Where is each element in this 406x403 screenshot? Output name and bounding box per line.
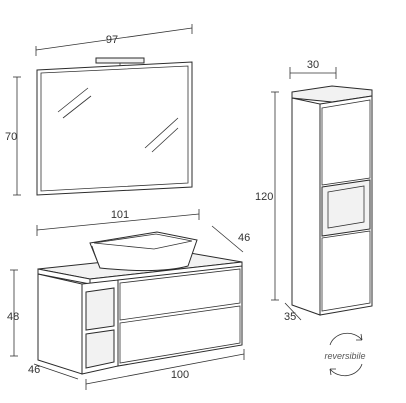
- mirror-frame: [36, 61, 193, 196]
- vanity-top-width-dimension: 101: [36, 209, 200, 236]
- vanity-height-dimension: 48: [7, 269, 19, 357]
- cabinet-depth-dimension: 35: [284, 302, 302, 323]
- mirror-glass: [40, 65, 189, 192]
- cabinet-depth-label: 35: [284, 311, 296, 323]
- cabinet-side: [291, 97, 321, 316]
- mirror-lamp: [95, 57, 145, 64]
- cabinet-width-dimension: 30: [289, 59, 337, 79]
- vanity-width-dimension: 100: [85, 349, 245, 390]
- vanity-top-width-label: 101: [111, 209, 129, 221]
- vanity-lower-drawer: [119, 305, 241, 364]
- cabinet-upper-door: [321, 99, 371, 186]
- cabinet-width-label: 30: [307, 59, 319, 71]
- mirror-width-dimension: 97: [35, 24, 193, 56]
- vanity-drawers: [117, 265, 243, 367]
- cabinet-open-niche: [321, 179, 371, 237]
- vanity-unit: 101 46 48: [7, 209, 250, 390]
- reversible-indicator: reversibile: [324, 332, 366, 377]
- vanity-left-side: [37, 273, 83, 375]
- mirror: 97 70: [5, 24, 193, 196]
- vanity-depth-dimension: 46: [28, 363, 79, 380]
- vanity-depth-label: 46: [28, 364, 40, 376]
- tall-cabinet: 30 120 35: [255, 59, 373, 323]
- mirror-height-dimension: 70: [5, 76, 21, 196]
- mirror-width-label: 97: [106, 34, 118, 46]
- cabinet-lower-door: [321, 230, 371, 312]
- vanity-upper-drawer: [119, 268, 241, 321]
- vanity-top-depth-dimension: 46: [211, 225, 250, 253]
- vessel-basin: [89, 231, 198, 272]
- cabinet-height-dimension: 120: [255, 91, 279, 301]
- vanity-top-depth-label: 46: [238, 232, 250, 244]
- cabinet-height-label: 120: [255, 191, 273, 203]
- vanity-height-label: 48: [7, 311, 19, 323]
- reversible-label: reversibile: [324, 351, 365, 361]
- reverse-arrows-icon: [329, 332, 363, 377]
- mirror-height-label: 70: [5, 131, 17, 143]
- vanity-width-label: 100: [171, 369, 189, 381]
